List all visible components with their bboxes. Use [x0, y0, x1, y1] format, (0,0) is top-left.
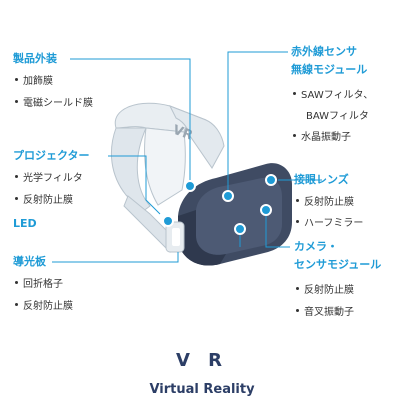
item-ir-sensor-3: 水晶振動子 — [293, 131, 351, 144]
bullet-icon — [296, 308, 299, 312]
item-camera-1: 反射防止膜 — [296, 284, 354, 297]
marker-light-guide — [234, 223, 246, 235]
label-projector: プロジェクター — [13, 149, 90, 162]
marker-projector — [162, 215, 174, 227]
label-camera-line2: センサモジュール — [294, 258, 382, 271]
headband-strap: VR — [110, 102, 225, 213]
item-projector-2: 反射防止膜 — [15, 194, 73, 207]
item-ir-sensor-1: SAWフィルタ、 — [293, 89, 373, 102]
diagram-title: V R — [175, 350, 229, 371]
headset-body — [165, 163, 292, 266]
marker-camera — [260, 204, 272, 216]
diagram-subtitle: Virtual Reality — [149, 382, 255, 397]
item-camera-2: 音叉振動子 — [296, 306, 354, 319]
item-light-guide-1: 回折格子 — [15, 278, 63, 291]
bullet-icon — [296, 219, 299, 223]
bullet-icon — [293, 91, 296, 95]
bullet-icon — [296, 198, 299, 202]
label-led: LED — [13, 217, 37, 230]
label-camera-line1: カメラ・ — [294, 240, 338, 253]
marker-eyepiece — [265, 174, 277, 186]
label-ir-sensor-line2: 無線モジュール — [291, 63, 368, 76]
bullet-icon — [15, 77, 18, 81]
bullet-icon — [15, 280, 18, 284]
item-packaging-2: 電磁シールド膜 — [15, 97, 93, 110]
item-ir-sensor-2: BAWフィルタ — [306, 111, 369, 122]
item-packaging-1: 加飾膜 — [15, 75, 53, 88]
label-packaging: 製品外装 — [13, 52, 57, 65]
headset-logo-text: VR — [171, 123, 195, 144]
label-light-guide: 導光板 — [13, 255, 46, 268]
item-eyepiece-1: 反射防止膜 — [296, 196, 354, 209]
item-light-guide-2: 反射防止膜 — [15, 300, 73, 313]
item-eyepiece-2: ハーフミラー — [296, 217, 363, 230]
leader-lines — [52, 51, 322, 263]
label-ir-sensor-line1: 赤外線センサ — [291, 45, 357, 58]
bullet-icon — [15, 174, 18, 178]
marker-ir-sensor — [222, 190, 234, 202]
marker-packaging — [184, 180, 196, 192]
bullet-icon — [15, 196, 18, 200]
item-projector-1: 光学フィルタ — [15, 172, 83, 185]
bullet-icon — [296, 286, 299, 290]
label-eyepiece: 接眼レンズ — [294, 173, 349, 186]
bullet-icon — [15, 302, 18, 306]
bullet-icon — [293, 133, 296, 137]
bullet-icon — [15, 99, 18, 103]
